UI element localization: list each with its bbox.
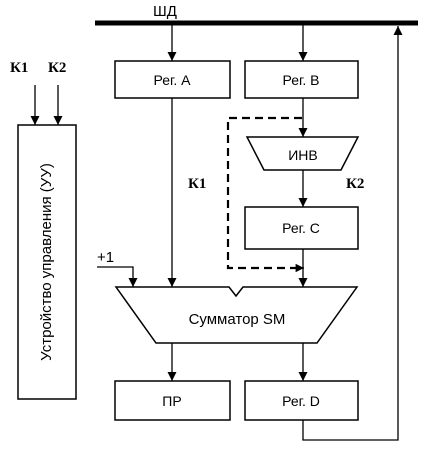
control-unit-box — [17, 124, 77, 400]
feedback-reg-d-to-bus — [302, 26, 403, 441]
reg-d-label: Рег. D — [282, 393, 320, 409]
pr-box — [114, 380, 231, 421]
inverter-block — [245, 136, 360, 171]
inverter-label: ИНВ — [288, 147, 318, 163]
reg-a-label: Рег. А — [153, 72, 191, 88]
dashed-bypass-path — [226, 116, 302, 270]
signal-k1-path-label: К1 — [188, 176, 206, 192]
signal-k2-label: К2 — [48, 60, 66, 76]
pr-label: ПР — [162, 393, 181, 409]
plus-one-label: +1 — [97, 249, 114, 266]
arrow-plus-one-to-adder — [97, 266, 138, 287]
adder-label: Сумматор SM — [189, 311, 286, 328]
reg-b-label: Рег. В — [282, 72, 319, 88]
signal-k1-label: К1 — [10, 60, 28, 76]
signal-k2-path-label: К2 — [346, 176, 364, 192]
adder-block — [114, 286, 359, 344]
reg-d-box — [244, 380, 359, 421]
data-bus-label: ШД — [153, 3, 177, 20]
reg-b-box — [244, 60, 359, 99]
reg-c-box — [244, 206, 359, 250]
reg-c-label: Рег. С — [282, 220, 320, 236]
control-unit-label: Устройство управления (УУ) — [38, 163, 55, 361]
